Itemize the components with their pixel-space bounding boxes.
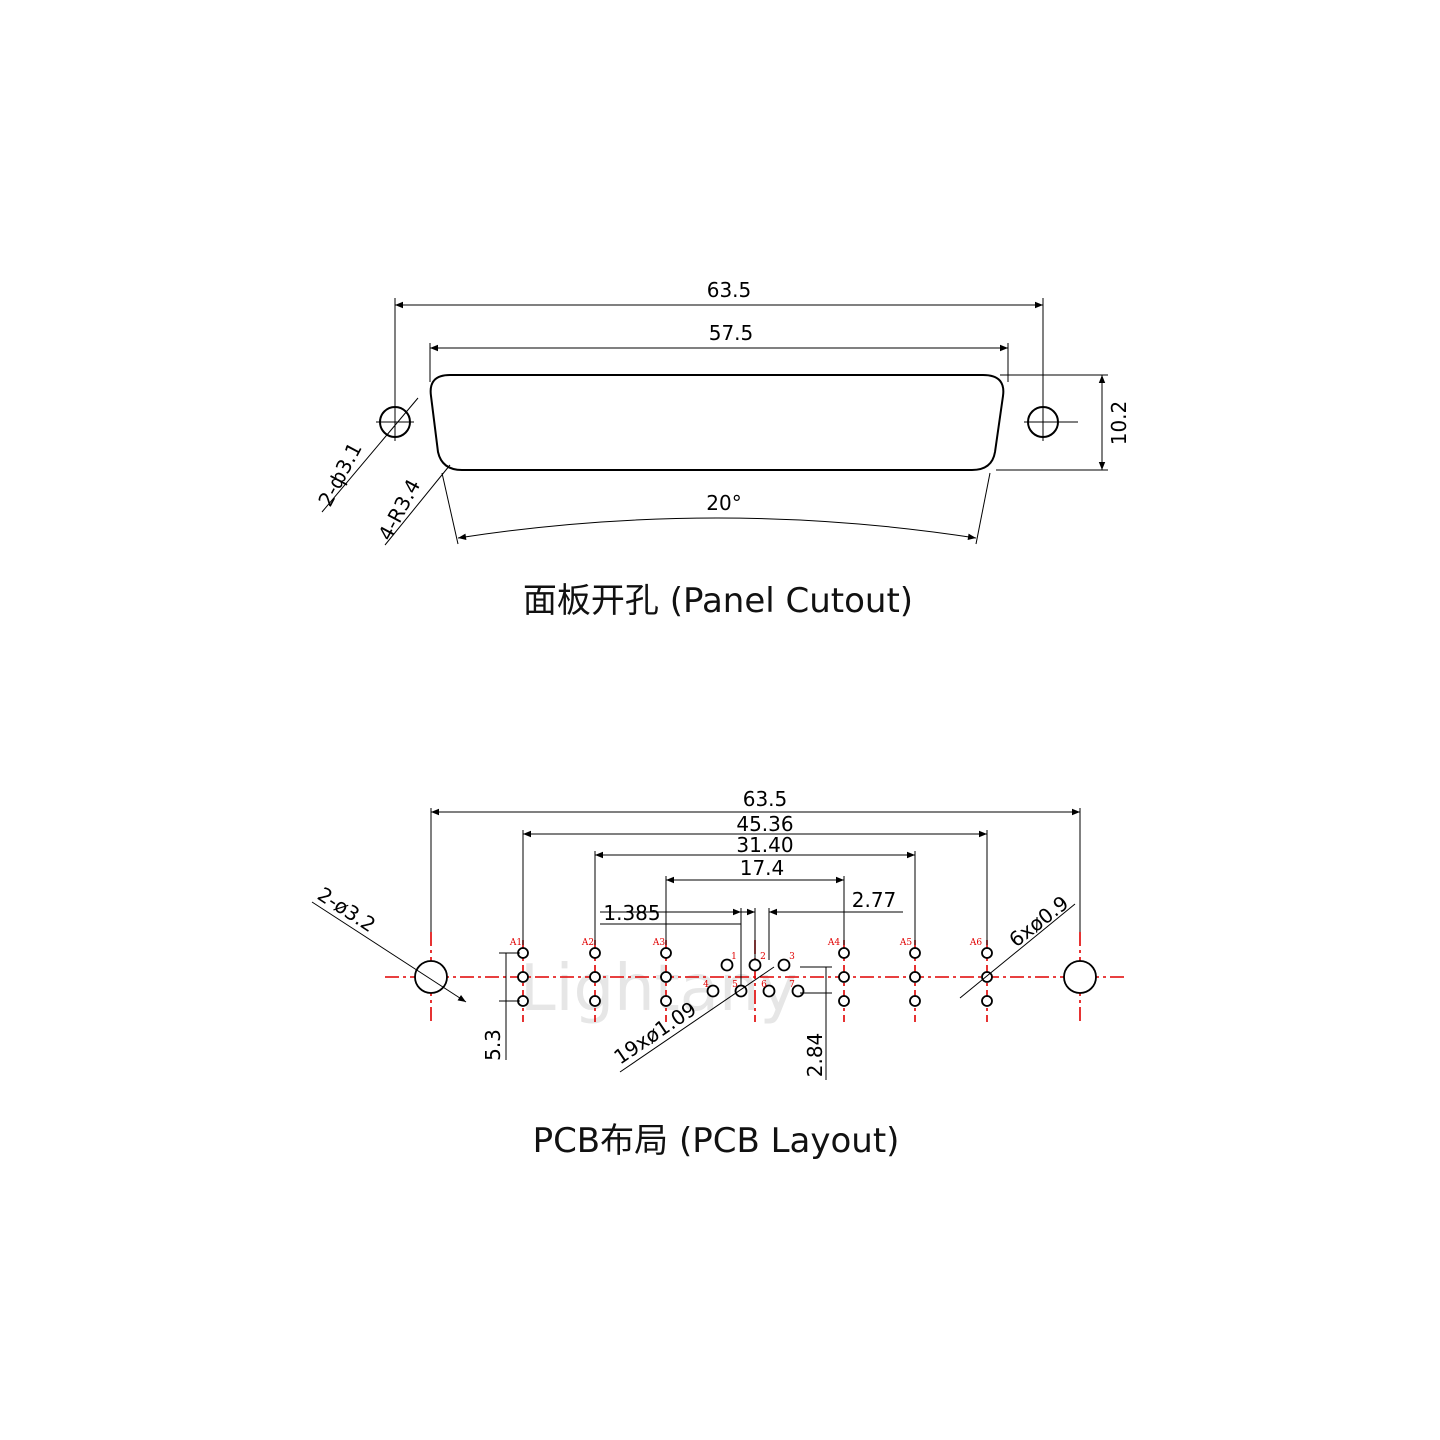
dim-pcb-overall: 63.5: [743, 787, 788, 811]
panel-caption: 面板开孔 (Panel Cutout): [523, 581, 913, 621]
label-sig-5: 5: [732, 980, 738, 990]
angle-ext-left: [441, 472, 459, 545]
label-sig-4: 4: [703, 980, 709, 990]
coax-hole-a3-1: [660, 947, 672, 959]
coax-hole-a6-1: [981, 947, 993, 959]
leader-hole-dia: [321, 397, 419, 513]
angle-ext-right: [975, 472, 991, 545]
dim-overall-width: 63.5: [707, 278, 752, 302]
dim-vertical-b: 2.84: [803, 1033, 827, 1078]
coax-hole-a4-1: [838, 947, 850, 959]
coax-hole-a2-1: [589, 947, 601, 959]
dim-vertical-a: 5.3: [481, 1029, 505, 1061]
coax-hole-a3-3: [660, 995, 672, 1007]
label-sig-1: 1: [731, 952, 737, 962]
leader-mount-hole: [311, 901, 467, 1003]
coax-hole-a6-3: [981, 995, 993, 1007]
dim-coax-pin: 6xø0.9: [1004, 891, 1073, 952]
label-a6: A6: [969, 938, 982, 948]
signal-pin-3: [777, 958, 791, 972]
leader-signal-pin: [619, 966, 775, 1073]
coax-hole-a5-2: [909, 971, 921, 983]
label-a5: A5: [899, 938, 912, 948]
pcb-caption: PCB布局 (PCB Layout): [533, 1121, 900, 1161]
angle-arc: [457, 517, 977, 540]
coax-hole-a5-3: [909, 995, 921, 1007]
label-a4: A4: [827, 938, 840, 948]
coax-hole-a1-2: [517, 971, 529, 983]
dim-signal-span: 17.4: [740, 856, 785, 880]
leader-coax-pin: [959, 903, 1076, 999]
label-sig-3: 3: [789, 952, 795, 962]
dim-inner-span: 31.40: [736, 833, 793, 857]
signal-pin-7: [791, 984, 805, 998]
dim-hole-dia: 2-ф3.1: [313, 438, 367, 510]
signal-pin-6: [762, 984, 776, 998]
dim-height: 10.2: [1107, 401, 1131, 446]
coax-hole-a2-2: [589, 971, 601, 983]
label-sig-7: 7: [789, 980, 795, 990]
signal-pin-2: [748, 958, 762, 972]
coax-hole-a3-2: [660, 971, 672, 983]
dim-corner-radius: 4-R3.4: [373, 475, 425, 544]
signal-pin-1: [720, 958, 734, 972]
signal-pins: [706, 958, 805, 998]
coax-hole-a4-3: [838, 995, 850, 1007]
dim-a-span: 45.36: [736, 812, 793, 836]
dim-signal-pitch: 1.385: [603, 901, 660, 925]
dim-row-pitch: 2.77: [852, 888, 897, 912]
pcb-mount-hole-left: [414, 960, 448, 994]
label-a2: A2: [581, 938, 594, 948]
dim-angle: 20°: [706, 491, 741, 515]
label-sig-2: 2: [760, 952, 766, 962]
signal-pin-4: [706, 984, 720, 998]
label-a3: A3: [652, 938, 665, 948]
coax-hole-a2-3: [589, 995, 601, 1007]
coax-hole-a5-1: [909, 947, 921, 959]
pcb-mount-hole-right: [1063, 960, 1097, 994]
signal-pin-5: [734, 984, 748, 998]
dim-cutout-width: 57.5: [709, 321, 754, 345]
cutout-outline: [429, 374, 1005, 471]
label-a1: A1: [509, 938, 522, 948]
leader-corner-radius: [384, 464, 451, 546]
label-sig-6: 6: [761, 980, 767, 990]
panel-cutout-view: 63.5 57.5 10.2 20° 2-ф3.1 4-R3.4 面板开孔 (P…: [313, 278, 1131, 621]
coax-hole-a4-2: [838, 971, 850, 983]
